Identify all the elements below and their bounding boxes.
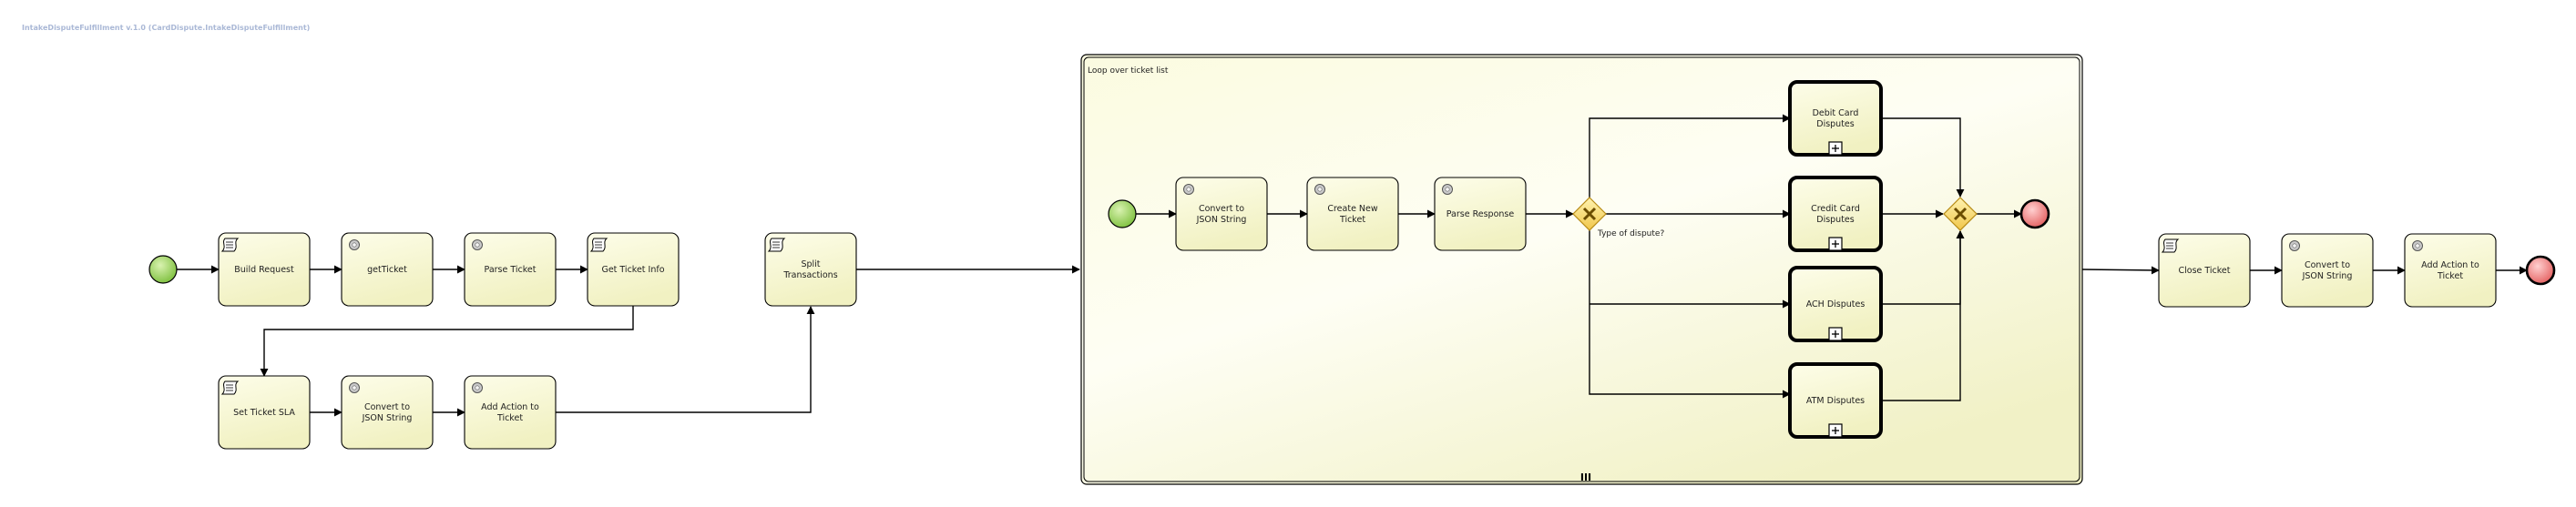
gear-icon (2412, 240, 2423, 251)
gear-icon (472, 382, 483, 393)
task-label: JSON String (362, 413, 413, 423)
task-label: Add Action to (2421, 260, 2479, 270)
build-request-task[interactable]: Build Request (218, 232, 311, 307)
task-label: Ticket (496, 413, 523, 423)
task-label: Split (801, 259, 820, 269)
task-label: Disputes (1816, 119, 1855, 129)
script-icon (2161, 238, 2180, 253)
task-label: Add Action to (481, 402, 539, 412)
task-label: Create New (1327, 204, 1378, 214)
get-ticket-info-task[interactable]: Get Ticket Info (587, 232, 680, 307)
gear-icon (1183, 184, 1194, 195)
script-icon (767, 238, 786, 252)
set-ticket-sla-task[interactable]: Set Ticket SLA (218, 375, 311, 450)
task-label: ATM Disputes (1806, 396, 1865, 406)
gear-icon (2289, 240, 2300, 251)
subprocess-end-event[interactable] (2019, 198, 2050, 229)
task-label: JSON String (1196, 215, 1247, 225)
gear-icon (1442, 184, 1453, 195)
loop-subprocess[interactable]: Loop over ticket list III (1080, 54, 2083, 485)
start-event[interactable] (148, 255, 178, 284)
get-ticket-task[interactable]: getTicket (341, 232, 434, 307)
task-label: Credit Card (1811, 204, 1860, 214)
loop-marker: III (1580, 472, 1591, 483)
script-icon (220, 238, 240, 252)
task-label: Convert to (1199, 204, 1244, 214)
parse-ticket-task[interactable]: Parse Ticket (464, 232, 557, 307)
task-label: Parse Response (1446, 209, 1515, 219)
gateway-label: Type of dispute? (1597, 229, 1664, 238)
expand-icon[interactable] (1828, 141, 1843, 156)
task-label: Convert to (364, 402, 410, 412)
merge-gateway[interactable] (1943, 197, 1978, 231)
task-label: Convert to (2305, 260, 2350, 270)
ach-disputes-task[interactable]: ACH Disputes (1788, 266, 1883, 342)
sequence-flows (177, 114, 2528, 417)
task-label: Close Ticket (2178, 266, 2230, 276)
task-label: Parse Ticket (485, 265, 537, 275)
gear-icon (1314, 184, 1325, 195)
task-label: Ticket (2437, 271, 2463, 281)
task-label: getTicket (367, 265, 407, 275)
task-label: JSON String (2302, 271, 2353, 281)
subprocess-start-event[interactable] (1108, 199, 1137, 228)
atm-disputes-task[interactable]: ATM Disputes (1788, 362, 1883, 439)
task-label: Set Ticket SLA (233, 408, 295, 418)
expand-icon[interactable] (1828, 423, 1843, 438)
task-label: Debit Card (1813, 108, 1859, 118)
end-event[interactable] (2525, 255, 2556, 286)
expand-icon[interactable] (1828, 327, 1843, 341)
script-icon (589, 238, 608, 252)
script-icon (220, 380, 240, 395)
task-label: Ticket (1339, 215, 1365, 225)
task-label: Transactions (782, 270, 837, 280)
diagram-title: IntakeDisputeFulfillment v.1.0 (CardDisp… (22, 24, 311, 32)
expand-icon[interactable] (1828, 237, 1843, 251)
gear-icon (349, 382, 360, 393)
parse-response-task[interactable]: Parse Response (1434, 177, 1527, 251)
tasks-layer: Build Request getTicket Parse Ticket Get Ti… (218, 80, 2497, 450)
task-label: ACH Disputes (1806, 299, 1866, 309)
task-label: Disputes (1816, 215, 1855, 225)
gear-icon (349, 239, 360, 250)
close-ticket-task[interactable]: Close Ticket (2158, 233, 2251, 308)
dispute-type-gateway[interactable]: Type of dispute? (1572, 197, 1664, 238)
gear-icon (472, 239, 483, 250)
subprocess-label: Loop over ticket list (1088, 66, 1169, 76)
task-label: Get Ticket Info (601, 265, 664, 275)
task-label: Build Request (234, 265, 294, 275)
